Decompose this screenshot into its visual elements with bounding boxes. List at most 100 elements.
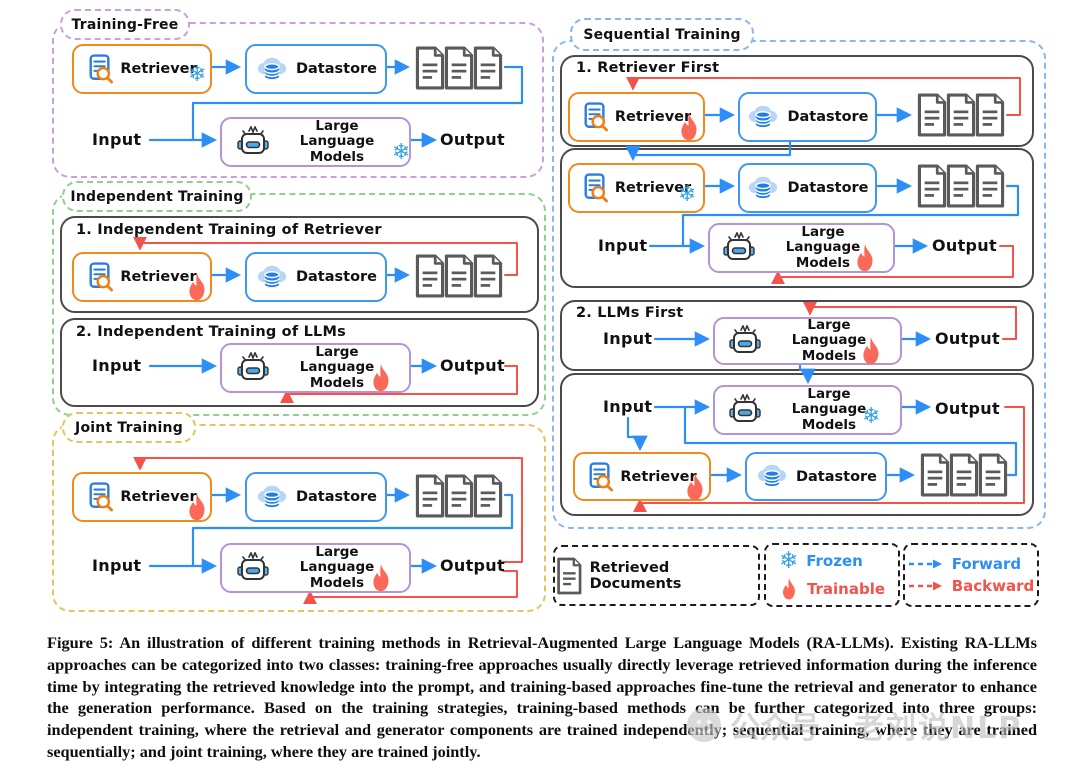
retrieved-documents-icon [413,254,505,298]
retrieved-documents-icon [413,474,505,518]
input-label: Input [603,329,653,348]
retriever-node: Retriever [72,44,212,94]
output-label: Output [440,130,505,149]
sequential-box-retriever-stage2 [560,148,1034,288]
robot-icon [235,126,271,158]
datastore-icon [255,263,289,292]
legend-frozen-trainable: ❄ Frozen Trainable [764,543,900,607]
panel-title-label: Training-Free [71,16,179,33]
frozen-snowflake-icon: ❄ [778,547,799,574]
frozen-snowflake-icon: ❄ [678,182,697,207]
retriever-node: Retriever [72,472,212,522]
robot-icon [727,394,763,426]
datastore-icon [746,174,780,203]
datastore-label: Datastore [295,61,378,77]
retriever-icon [87,54,113,84]
panel-joint-training [52,424,546,612]
robot-icon [727,325,763,357]
trainable-flame-icon [368,363,394,393]
document-icon [555,556,584,596]
datastore-label: Datastore [787,109,869,125]
watermark-icon [687,708,721,742]
trainable-flame-icon [676,112,702,142]
trainable-flame-icon [184,492,210,522]
datastore-label: Datastore [295,269,378,285]
datastore-icon [746,103,780,132]
legend-label: Retrieved Documents [589,559,682,592]
retriever-icon [587,462,613,492]
retrieved-documents-icon [413,46,505,90]
sequential-box-llm-stage2 [560,373,1034,516]
datastore-label: Datastore [295,489,378,505]
sequential-box-llm-stage1 [560,300,1034,371]
datastore-node: Datastore [738,92,877,142]
llm-node: Large Language Models [220,117,411,167]
trainable-flame-icon [368,563,394,593]
output-label: Output [935,329,1000,348]
figure-caption: Figure 5: An illustration of different t… [47,633,1037,761]
panel-title-training-free: Training-Free [60,9,190,40]
retriever-label: Retriever [120,269,197,285]
panel-title-joint: Joint Training [62,412,196,443]
output-label: Output [935,399,1000,418]
input-label: Input [603,397,653,416]
retriever-icon [582,173,608,203]
legend-trainable-label: Trainable [806,579,886,598]
llm-label: Large Language Models [785,224,861,271]
datastore-label: Datastore [795,468,878,485]
forward-arrow-icon [908,559,942,569]
retriever-node: Retriever [72,252,212,302]
panel-title-label: Joint Training [75,419,183,436]
independent-retriever-box [60,216,539,313]
llm-label: Large Language Models [791,317,867,364]
legend-forward-backward: Forward Backward [903,543,1039,607]
output-label: Output [440,356,505,375]
sub-box-title: 1. Retriever First [576,60,720,76]
datastore-node: Datastore [245,252,387,302]
output-label: Output [440,556,505,575]
datastore-node: Datastore [245,472,387,522]
forward-lines [148,59,1020,574]
retriever-icon [582,102,608,132]
datastore-node: Datastore [738,163,877,213]
sequential-box-retriever-stage1 [560,55,1034,147]
retriever-label: Retriever [120,489,197,505]
watermark-text: 老刘说NLP [854,711,1023,746]
panel-title-label: Independent Training [70,188,244,205]
input-label: Input [92,130,142,149]
backward-lines [133,76,1025,605]
robot-icon [235,352,271,384]
retriever-icon [87,482,113,512]
input-label: Input [92,356,142,375]
retriever-label: Retriever [614,180,692,196]
trainable-flame-icon [858,336,884,366]
retriever-node: Retriever [568,92,705,142]
llm-label: Large Language Models [791,386,867,433]
sub-box-title: 2. Independent Training of LLMs [76,324,346,340]
datastore-label: Datastore [787,180,869,196]
input-label: Input [598,236,648,255]
llm-label: Large Language Models [299,544,375,591]
retrieved-documents-icon [915,164,1007,208]
retriever-label: Retriever [614,109,692,125]
datastore-node: Datastore [745,452,887,501]
datastore-icon [255,483,289,512]
llm-label: Large Language Models [299,118,375,165]
legend-backward-label: Backward [951,577,1035,595]
panel-independent-training [52,193,546,416]
input-label: Input [92,556,142,575]
panel-title-independent: Independent Training [62,181,252,212]
watermark-text: 公众号 [730,711,820,746]
sub-box-title: 1. Independent Training of Retriever [76,222,382,238]
backward-arrow-icon [908,581,942,591]
legend-frozen-label: Frozen [806,552,863,570]
llm-label: Large Language Models [299,344,375,391]
frozen-snowflake-icon: ❄ [862,404,881,429]
retrieved-documents-icon [918,453,1010,497]
output-label: Output [932,236,997,255]
datastore-icon [755,462,789,491]
robot-icon [721,232,757,264]
retriever-label: Retriever [620,468,697,485]
